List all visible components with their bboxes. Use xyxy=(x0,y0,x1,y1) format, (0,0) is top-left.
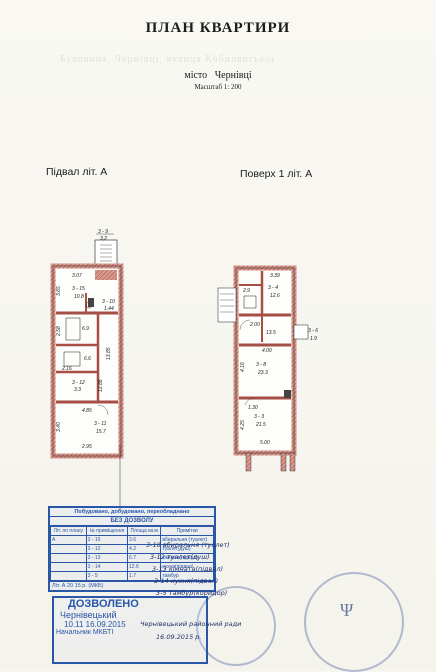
floor1-room4-no: 3 - 8 xyxy=(256,362,266,368)
floor1-entry xyxy=(293,324,309,340)
handwritten-note-2: 3-12 туалет(душ) xyxy=(150,553,210,561)
stamp-table: Літ. по плану № приміщення Площа кв.м Пр… xyxy=(50,526,214,581)
city-name: Чернівці xyxy=(214,70,252,81)
basement-room2-no: 3 - 10 xyxy=(102,299,115,305)
basement-room7-area: 15.7 xyxy=(96,429,106,435)
basement-dim-side1: 3.65 xyxy=(56,286,62,296)
floor1-entry-no: 3 - 6 xyxy=(308,328,318,334)
stamp-subheading: БЕЗ ДОЗВОЛУ xyxy=(50,517,214,526)
basement-room6-area: 6.6 xyxy=(84,356,91,362)
floor1-room2-area: 2.9 xyxy=(242,288,250,294)
basement-room5-area: 3.3 xyxy=(74,387,81,393)
floor1-entry-area: 1.9 xyxy=(310,336,317,342)
permit-authority: Чернівецький xyxy=(60,610,117,620)
handwritten-note-1: 3-10 вбиральня (туалет) xyxy=(146,541,230,549)
handwritten-note-5: 3-5 тамбур(коридор) xyxy=(156,589,228,597)
stamp-footer: Лiт. А 20 15 р. (МКБ) xyxy=(50,581,214,590)
floor1-room5-area: 21.5 xyxy=(255,422,266,428)
floor1-dim-d4: 1.30 xyxy=(248,405,258,411)
handwritten-note-7: 16.09.2015 р. xyxy=(156,633,202,641)
handwritten-note-4: 3-14 кухня(підвал) xyxy=(154,577,219,585)
floor1-room3-area: 13.5 xyxy=(266,330,276,336)
floor1-plan xyxy=(217,265,309,472)
basement-dim-bottom: 4.85 xyxy=(82,408,92,414)
basement-dim-d1: 3.07 xyxy=(72,273,82,279)
floor1-dim-d2: 2.00 xyxy=(249,322,260,328)
floor1-stair-icon xyxy=(220,293,234,313)
floor1-room1-no: 3 - 4 xyxy=(268,285,278,291)
floor1-dim-d5: 5.00 xyxy=(260,440,270,446)
stamp-col-area: Площа кв.м xyxy=(127,526,162,536)
floor1-room4-area: 23.3 xyxy=(257,370,268,376)
floor1-room5-no: 3 - 3 xyxy=(254,414,264,420)
stamp-col-room: № приміщення xyxy=(85,526,129,536)
round-seal-right xyxy=(304,572,404,672)
page-title: ПЛАН КВАРТИРИ xyxy=(145,20,291,36)
basement-entry-no: 3 - 9 xyxy=(98,229,108,235)
basement-room2-area: 1.44 xyxy=(104,306,114,312)
floor1-dim-side1: 4.16 xyxy=(240,362,246,372)
permit-signatory: Начальник МКБТІ xyxy=(56,629,114,636)
basement-room7-no: 3 - 11 xyxy=(94,421,107,427)
stamp-col-note: Примітки xyxy=(160,526,214,536)
round-seal-left xyxy=(196,586,276,666)
basement-entry-area: 3,2 xyxy=(100,236,107,242)
basement-stair-icon xyxy=(100,244,112,262)
floor-label: Поверх 1 літ. А xyxy=(240,168,313,180)
basement-room5-no: 3 - 12 xyxy=(72,380,85,386)
basement-dim-side2: 2.58 xyxy=(56,326,62,337)
city-label: місто xyxy=(184,70,208,81)
floor1-room1-area: 12.6 xyxy=(270,293,280,299)
permit-date: 10.11 16.09.2015 xyxy=(64,620,126,629)
basement-room1-no: 3 - 15 xyxy=(72,286,85,292)
basement-plan xyxy=(50,239,124,510)
handwritten-note-3: 3-13 кімната(підвал) xyxy=(152,565,224,573)
unauthorized-construction-stamp: Побудовано, добудовано, переобладнано БЕ… xyxy=(48,506,216,592)
handwritten-note-6: Чернівецький районний ради xyxy=(140,620,242,628)
basement-dim-side3: 13.85 xyxy=(106,347,112,360)
floor1-dim-side2: 4.25 xyxy=(240,420,246,430)
basement-room1-area: 10.8 xyxy=(74,294,84,300)
stamp-heading: Побудовано, добудовано, переобладнано xyxy=(50,508,214,517)
basement-label: Підвал літ. А xyxy=(46,166,108,178)
basement-room4-area: 2.16 xyxy=(61,366,72,372)
permission-stamp: ДОЗВОЛЕНО Чернівецький 10.11 16.09.2015 … xyxy=(52,596,208,664)
city-line: місто Чернівці xyxy=(0,70,436,81)
permit-title: ДОЗВОЛЕНО xyxy=(68,598,139,610)
floor1-dim-d3: 4.00 xyxy=(262,348,272,354)
basement-dim-side5: 3.40 xyxy=(56,422,62,432)
basement-dim-side6: 2.95 xyxy=(81,444,92,450)
stamp-col-lit: Літ. по плану xyxy=(50,526,87,536)
basement-dim-side4: 12.88 xyxy=(98,379,104,392)
stamp-table-header: Літ. по плану № приміщення Площа кв.м Пр… xyxy=(50,526,214,536)
scale-label: Масштаб 1: 200 xyxy=(194,83,242,91)
floor1-stair-annex xyxy=(217,287,237,323)
faded-address-text: Буковина, Чернівці, вулиця Кобилянської xyxy=(60,54,276,65)
floor1-dim-d1: 3.39 xyxy=(270,273,280,279)
trident-emblem-icon: Ψ xyxy=(340,600,354,620)
basement-room3-area: 6.9 xyxy=(82,326,89,332)
